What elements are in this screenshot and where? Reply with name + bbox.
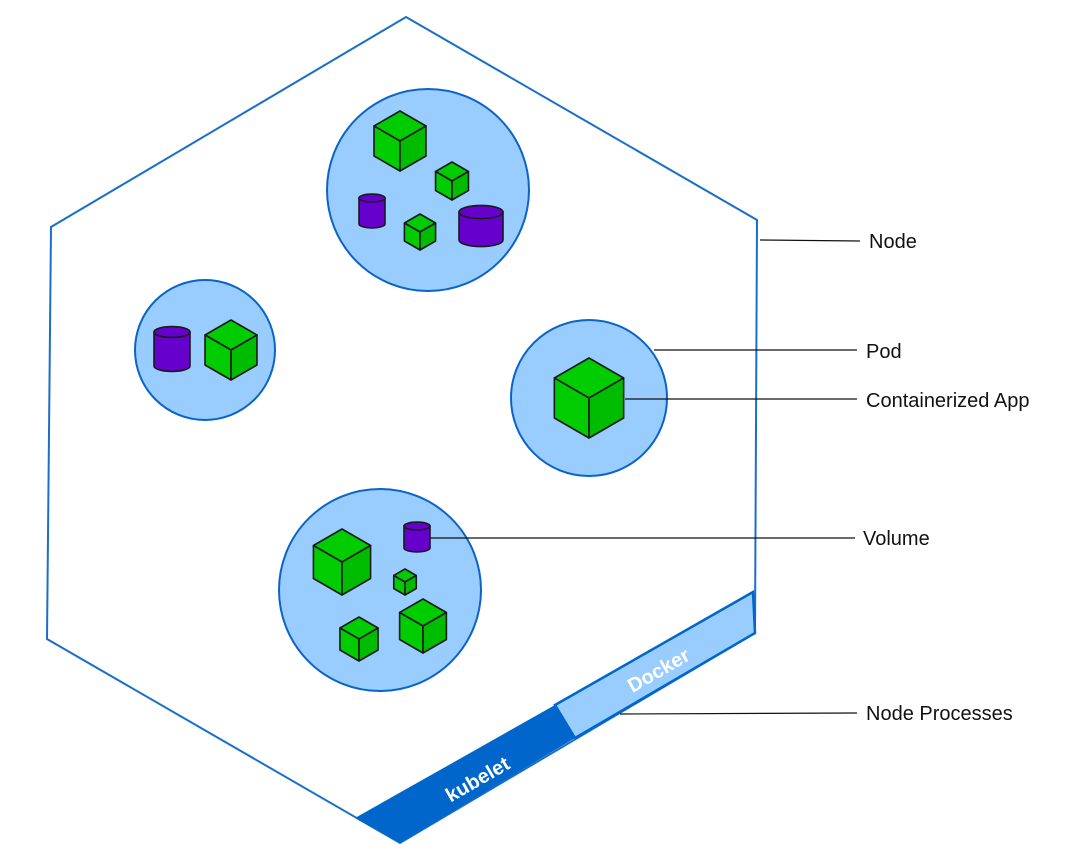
pod-top	[326, 88, 530, 292]
pod-bottom	[278, 488, 482, 692]
cube-icon	[339, 616, 379, 662]
node-processes-band: kubelet Docker	[355, 589, 757, 843]
docker-band	[553, 589, 757, 740]
cylinder-icon	[458, 204, 504, 248]
label-node-processes: Node Processes	[866, 703, 1013, 725]
kubelet-band	[355, 705, 575, 843]
cylinder-icon	[403, 521, 431, 553]
leader-node	[759, 239, 861, 242]
cube-icon	[312, 528, 372, 596]
label-node: Node	[869, 231, 917, 253]
cube-icon	[392, 568, 418, 596]
cube-icon	[398, 598, 448, 654]
cube-icon	[553, 357, 625, 439]
label-pod: Pod	[866, 341, 902, 363]
cube-icon	[204, 319, 258, 381]
pod-contents	[153, 110, 625, 662]
cube-icon	[373, 110, 427, 172]
cylinder-icon	[153, 325, 191, 373]
cube-icon	[403, 213, 437, 251]
label-volume: Volume	[863, 528, 930, 550]
label-containerized-app: Containerized App	[866, 390, 1029, 412]
cylinder-icon	[358, 193, 386, 229]
cube-icon	[434, 161, 470, 201]
leader-node-processes	[619, 712, 858, 715]
